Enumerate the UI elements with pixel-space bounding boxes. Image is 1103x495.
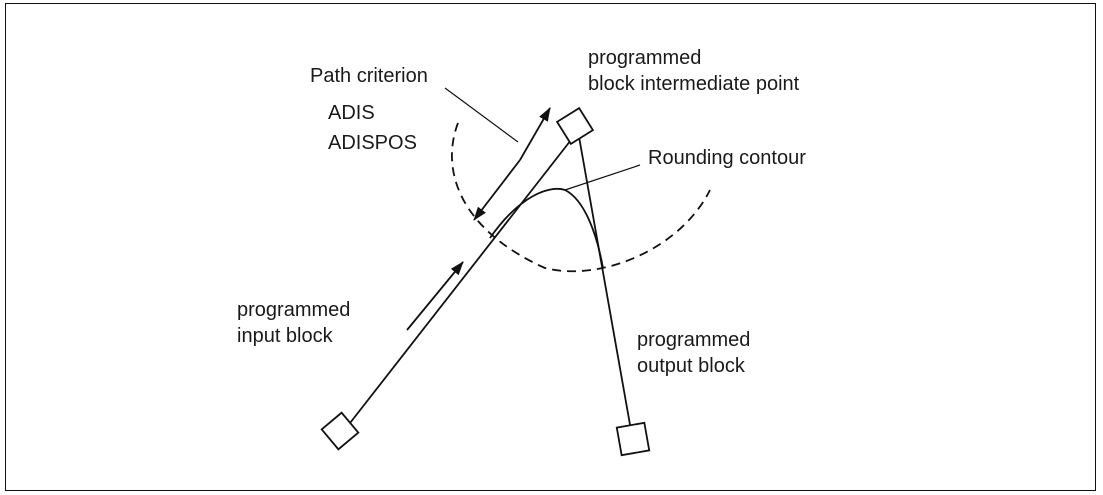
rounding-contour <box>489 188 604 269</box>
path-criterion-leader <box>444 87 519 143</box>
output-block-line <box>577 130 633 437</box>
path-criterion-arrow-down <box>473 159 521 221</box>
end-point-marker <box>615 421 651 457</box>
input-block-line1: programmed <box>237 299 351 321</box>
start-point-marker <box>320 411 360 451</box>
motion-direction-arrow <box>406 261 464 331</box>
diagram-frame <box>5 3 1096 491</box>
adispos-label: ADISPOS <box>328 132 417 154</box>
input-block-line2: input block <box>237 325 333 347</box>
intermediate-point-line1: programmed <box>588 47 702 69</box>
path-criterion-arc <box>451 122 711 273</box>
input-block-label: programmed input block <box>237 297 350 349</box>
path-criterion-label: Path criterion <box>310 65 428 87</box>
rounding-contour-label: Rounding contour <box>648 147 806 169</box>
intermediate-point-marker <box>555 106 595 146</box>
output-block-label: programmed output block <box>637 327 750 379</box>
path-criterion-arrow-up <box>519 107 551 161</box>
input-block-line <box>342 130 579 433</box>
output-block-line1: programmed <box>637 329 751 351</box>
adis-label: ADIS <box>328 102 375 124</box>
intermediate-point-label: programmed block intermediate point <box>588 45 799 97</box>
output-block-line2: output block <box>637 355 745 377</box>
intermediate-point-line2: block intermediate point <box>588 73 800 95</box>
rounding-contour-leader <box>564 164 641 191</box>
